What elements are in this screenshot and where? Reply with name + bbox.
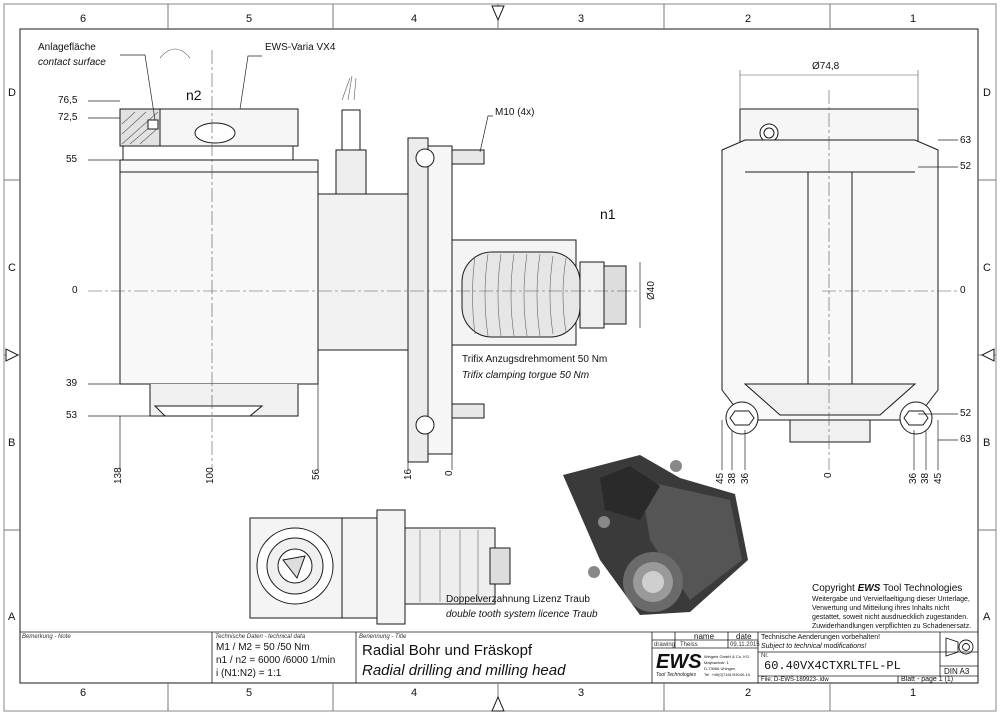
copyright-line: Weitergabe und Vervielfaeltigung dieser … (812, 596, 970, 603)
dim-right-63-bottom: 63 (960, 434, 972, 445)
part-number: 60.40VX4CTXRLTFL-PL (764, 659, 901, 673)
zone-left-C: C (8, 262, 16, 274)
dim-side-36-r: 36 (908, 472, 919, 484)
nr-label: Nr. (761, 653, 769, 659)
ews-logo-sub: Tool Technologies (656, 672, 696, 678)
dim-right-52-top: 52 (960, 161, 972, 172)
dim-left-72-5: 72,5 (58, 112, 78, 123)
dim-bottom-138: 138 (113, 467, 124, 484)
zone-right-C: C (983, 262, 991, 274)
dim-side-45-l: 45 (715, 472, 726, 484)
dim-bottom-56: 56 (311, 468, 322, 480)
zone-right-B: B (983, 437, 991, 449)
zone-top-4: 4 (411, 13, 418, 25)
dim-side-36-l: 36 (740, 472, 751, 484)
product-label: EWS-Varia VX4 (265, 42, 336, 53)
contact-surface-label-en: contact surface (38, 57, 106, 68)
leaders (88, 54, 958, 470)
zone-top-2: 2 (745, 13, 752, 25)
title-de: Radial Bohr und Fräskopf (362, 642, 533, 659)
dim-left-39: 39 (66, 378, 78, 389)
zone-top-5: 5 (246, 13, 253, 25)
projection-symbol-icon (945, 637, 974, 657)
clamping-label-en: Trifix clamping torgue 50 Nm (462, 370, 590, 381)
licence-label-de: Doppelverzahnung Lizenz Traub (446, 594, 590, 605)
dim-side-38-l: 38 (727, 472, 738, 484)
dim-bottom-100: 100 (205, 467, 216, 484)
file-label: File: D-EWS-189923-.idw (761, 677, 829, 683)
dim-left-55: 55 (66, 154, 78, 165)
zone-right-D: D (983, 87, 991, 99)
company-line: Maybachstr. 1 (704, 660, 729, 665)
zone-right-A: A (983, 611, 991, 623)
centering-marks (5, 5, 995, 712)
change-note-en: Subject to technical modifications! (761, 643, 867, 650)
clamping-label-de: Trifix Anzugsdrehmoment 50 Nm (462, 354, 608, 365)
dim-bottom-0: 0 (444, 470, 455, 476)
title-en: Radial drilling and milling head (362, 662, 566, 679)
copyright-heading: Copyright EWS Tool Technologies (812, 583, 963, 594)
diameter-40-label: Ø40 (646, 281, 657, 300)
dim-side-45-r: 45 (933, 472, 944, 484)
tech-row-ratio: i (N1:N2) = 1:1 (216, 668, 282, 679)
company-line: Weigele GmbH & Co. KG (704, 654, 750, 659)
thread-label: M10 (4x) (495, 107, 535, 118)
copyright-line: Verwertung und Mitteilung ihres Inhalts … (812, 605, 950, 612)
title-block-grid (20, 631, 978, 683)
col-date: date (736, 632, 752, 641)
dim-right-0: 0 (960, 285, 966, 296)
zone-top-6: 6 (80, 13, 87, 25)
ews-logo: EWS (656, 651, 702, 673)
licence-label-en: double tooth system licence Traub (446, 609, 598, 620)
n1-label: n1 (600, 206, 616, 222)
zone-left-B: B (8, 437, 16, 449)
dim-left-0: 0 (72, 285, 78, 296)
zone-bottom-3: 3 (578, 687, 585, 699)
front-centerlines (88, 48, 640, 470)
zone-left-A: A (8, 611, 16, 623)
side-view (721, 108, 939, 443)
zone-top-3: 3 (578, 13, 585, 25)
drawn-by: Theiss (680, 642, 698, 648)
diameter-74-label: Ø74,8 (812, 61, 840, 72)
drawn-date: 09.11.2015 (730, 642, 760, 648)
zone-left-D: D (8, 87, 16, 99)
name-label: Benennung - Title (359, 634, 407, 640)
copyright-line: Zuwiderhandlungen verpflichten zu Schade… (812, 623, 972, 630)
n2-label: n2 (186, 87, 202, 103)
zone-bottom-4: 4 (411, 687, 418, 699)
col-name: name (694, 632, 715, 641)
row-drawing: drawing (654, 642, 676, 648)
company-line: D-73066 Uhingen (704, 666, 736, 671)
contact-surface-label-de: Anlagefläche (38, 42, 96, 53)
dim-right-52-bottom: 52 (960, 408, 972, 419)
inner-frame (19, 28, 979, 684)
zone-bottom-5: 5 (246, 687, 253, 699)
format-label: DIN A3 (944, 667, 970, 676)
dim-left-76-5: 76,5 (58, 95, 78, 106)
tech-row-speed: n1 / n2 = 6000 /6000 1/min (216, 655, 336, 666)
change-note-de: Technische Aenderungen vorbehalten! (761, 634, 881, 641)
zone-bottom-1: 1 (910, 687, 917, 699)
tech-data-label: Technische Daten - technical data (215, 634, 306, 640)
zone-bottom-6: 6 (80, 687, 87, 699)
tech-row-torque: M1 / M2 = 50 /50 Nm (216, 642, 310, 653)
zone-top-1: 1 (910, 13, 917, 25)
dim-side-0: 0 (823, 472, 834, 478)
dim-left-53: 53 (66, 410, 78, 421)
sheet-label: Blatt - page 1 (1) (901, 676, 954, 683)
dim-right-63-top: 63 (960, 135, 972, 146)
side-centerlines (739, 70, 958, 470)
render-3d (563, 455, 748, 615)
bottom-view (249, 509, 511, 625)
dim-side-38-r: 38 (920, 472, 931, 484)
company-line: Tel. +49(0)7161/93040-10 (704, 672, 750, 677)
copyright-line: gestattet, soweit nicht ausdruecklich zu… (812, 614, 969, 621)
front-view (119, 108, 627, 463)
zone-bottom-2: 2 (745, 687, 752, 699)
note-label: Bemerkung - Note (22, 634, 71, 640)
dim-bottom-16: 16 (403, 468, 414, 480)
